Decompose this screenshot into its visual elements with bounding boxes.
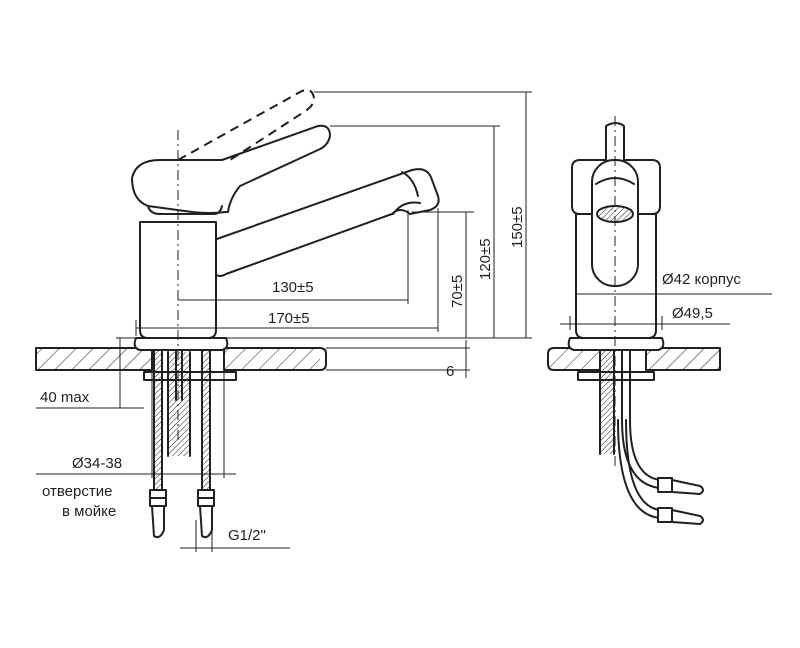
- dimension-lines: [36, 91, 532, 552]
- lever-raised-position: [177, 89, 316, 161]
- side-base-ring: [567, 337, 665, 351]
- side-mounting-plate: [577, 371, 655, 381]
- total-length-label: 170±5: [268, 310, 310, 327]
- hole-caption-line-2: в мойке: [62, 503, 116, 520]
- total-height-label: 150±5: [509, 206, 526, 248]
- lever: [131, 124, 331, 215]
- spout-height-label: 70±5: [449, 275, 466, 308]
- spout-reach-label: 130±5: [272, 279, 314, 296]
- front-view: 130±5 170±5 70±5 120±5 150±5 6 40 max Ø3…: [35, 89, 532, 552]
- base-diameter-label: Ø49,5: [672, 305, 713, 322]
- supply-hoses: [149, 349, 215, 539]
- hole-diameter-label: Ø34-38: [72, 455, 122, 472]
- thread-label: G1/2": [228, 527, 266, 544]
- countertop-section: [35, 347, 327, 371]
- lever-height-label: 120±5: [477, 238, 494, 280]
- hole-caption-line-1: отверстие: [42, 483, 112, 500]
- max-counter-label: 40 max: [40, 389, 90, 406]
- side-view: Ø42 корпус Ø49,5: [547, 116, 772, 525]
- side-supply-hoses: [599, 349, 704, 525]
- side-countertop-section: [547, 347, 721, 371]
- side-dimension-lines: [560, 286, 772, 330]
- spout: [211, 168, 440, 277]
- counter-thickness-label: 6: [446, 363, 454, 380]
- base-ring: [133, 337, 229, 351]
- body-diameter-label: Ø42 корпус: [662, 271, 741, 288]
